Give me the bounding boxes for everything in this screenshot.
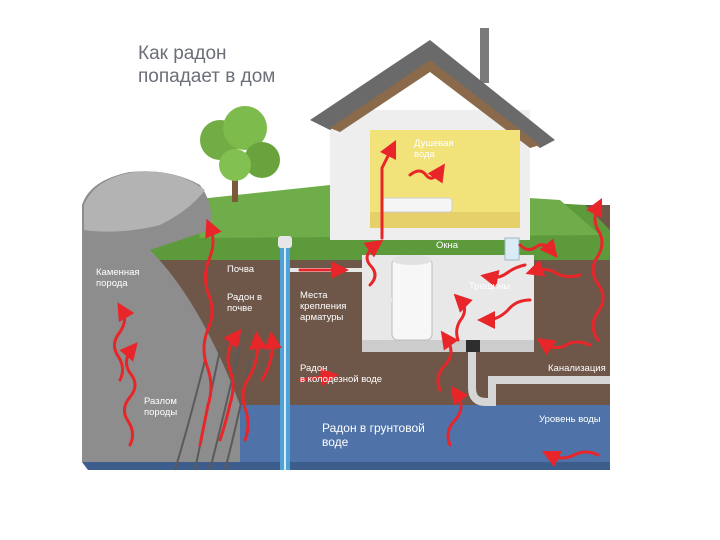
- basement-wall: [362, 255, 534, 350]
- radon-arrows: [113, 139, 605, 468]
- rock-body: [82, 171, 240, 462]
- radon-arrow: [408, 163, 445, 184]
- radon-arrow: [536, 338, 592, 356]
- water-heater: [391, 257, 433, 341]
- ground-bottom-edge: [82, 462, 610, 470]
- label-windows: Окна: [436, 240, 459, 251]
- tree-crown-part: [244, 142, 280, 178]
- radon-arrow: [298, 368, 339, 387]
- basement-window: [504, 237, 520, 261]
- label-cracks: Трещины: [469, 281, 511, 292]
- well-cap: [278, 236, 292, 248]
- radon-arrow: [518, 238, 558, 259]
- label-sewer: Канализация: [548, 363, 606, 374]
- drain-trap: [466, 340, 480, 352]
- radon-arrow: [477, 298, 532, 329]
- radon-arrow: [541, 450, 600, 468]
- rock-top: [84, 171, 205, 232]
- radon-arrow: [218, 328, 242, 442]
- label-soil: Почва: [227, 264, 255, 275]
- tree-crown-part: [219, 149, 251, 181]
- radon-arrow: [480, 263, 527, 288]
- radon-arrow: [585, 197, 605, 342]
- room-floor: [370, 212, 520, 228]
- radon-arrow: [119, 342, 138, 447]
- label-rock: Каменная порода: [96, 267, 140, 289]
- label-radon-in-groundwater: Радон в грунтовой воде: [322, 421, 425, 449]
- radon-arrow: [363, 239, 384, 287]
- well-water-line: [284, 248, 286, 470]
- radon-arrow: [453, 293, 473, 342]
- radon-arrow: [113, 302, 135, 382]
- label-radon-in-soil: Радон в почве: [227, 292, 263, 314]
- roof: [310, 40, 555, 148]
- tree: [200, 106, 280, 202]
- radon-arrow: [379, 139, 397, 240]
- sewer-pipes: [466, 340, 610, 406]
- radon-arrow: [260, 331, 282, 382]
- radon-arrow: [198, 218, 222, 447]
- label-radon-in-well-water: Радон в колодезной воде: [300, 363, 383, 385]
- drain-pipe: [468, 342, 610, 406]
- diagram-title: Как радон попадает в дом: [138, 43, 276, 87]
- radon-arrow: [525, 259, 582, 279]
- label-rock-fault: Разлом породы: [144, 396, 178, 418]
- radon-arrow: [436, 330, 459, 392]
- radon-arrow: [446, 385, 469, 447]
- tree-crown-part: [223, 106, 267, 150]
- label-fittings: Места крепления арматуры: [300, 290, 347, 323]
- bathtub: [381, 197, 453, 213]
- radon-arrow: [241, 331, 267, 442]
- chimney: [480, 28, 489, 83]
- label-shower-water: Душевая вода: [414, 138, 454, 160]
- water-heater-top: [392, 255, 432, 265]
- label-water-level: Уровень воды: [539, 414, 601, 425]
